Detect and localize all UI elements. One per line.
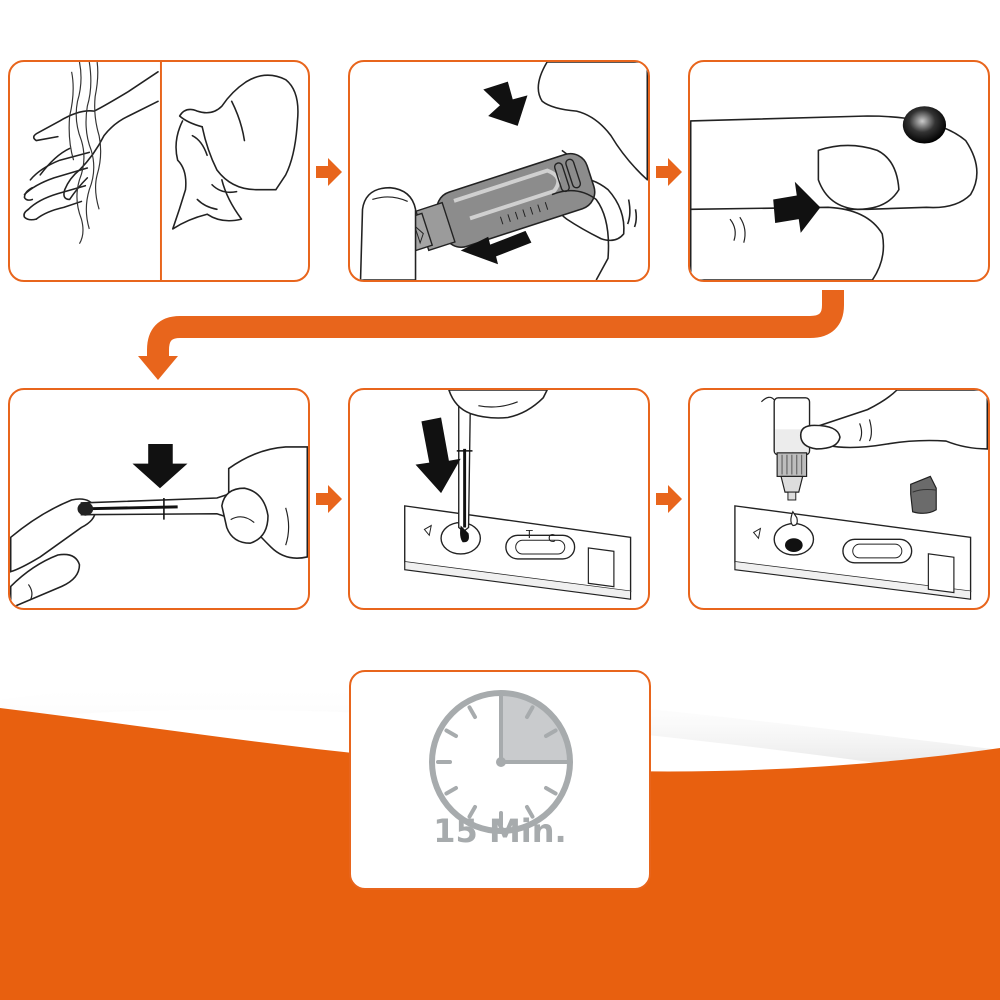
step-4-panel xyxy=(8,388,310,610)
buffer-bottle-icon xyxy=(734,390,988,600)
lancet-icon xyxy=(359,62,648,280)
cassette-test-label: T xyxy=(526,528,533,541)
cassette-control-label: C xyxy=(548,532,556,545)
step-2-panel xyxy=(348,60,650,282)
step-5-panel: T C xyxy=(348,388,650,610)
step-1-panel xyxy=(8,60,310,282)
sample-well-drop-icon xyxy=(404,390,632,600)
capillary-pipette-icon xyxy=(10,444,308,608)
step-3-panel xyxy=(688,60,990,282)
hand-washing-icon xyxy=(23,62,299,280)
timer-label: 15 Min. xyxy=(433,812,567,850)
timer-panel: 15 Min. xyxy=(349,670,651,890)
step-arrow-2-3 xyxy=(656,158,682,186)
blood-drop-finger-icon xyxy=(690,106,978,280)
step-6-panel xyxy=(688,388,990,610)
step-arrow-5-6 xyxy=(656,485,682,513)
step-arrow-4-5 xyxy=(316,485,342,513)
clock-icon xyxy=(429,690,573,834)
step-arrow-1-2 xyxy=(316,158,342,186)
